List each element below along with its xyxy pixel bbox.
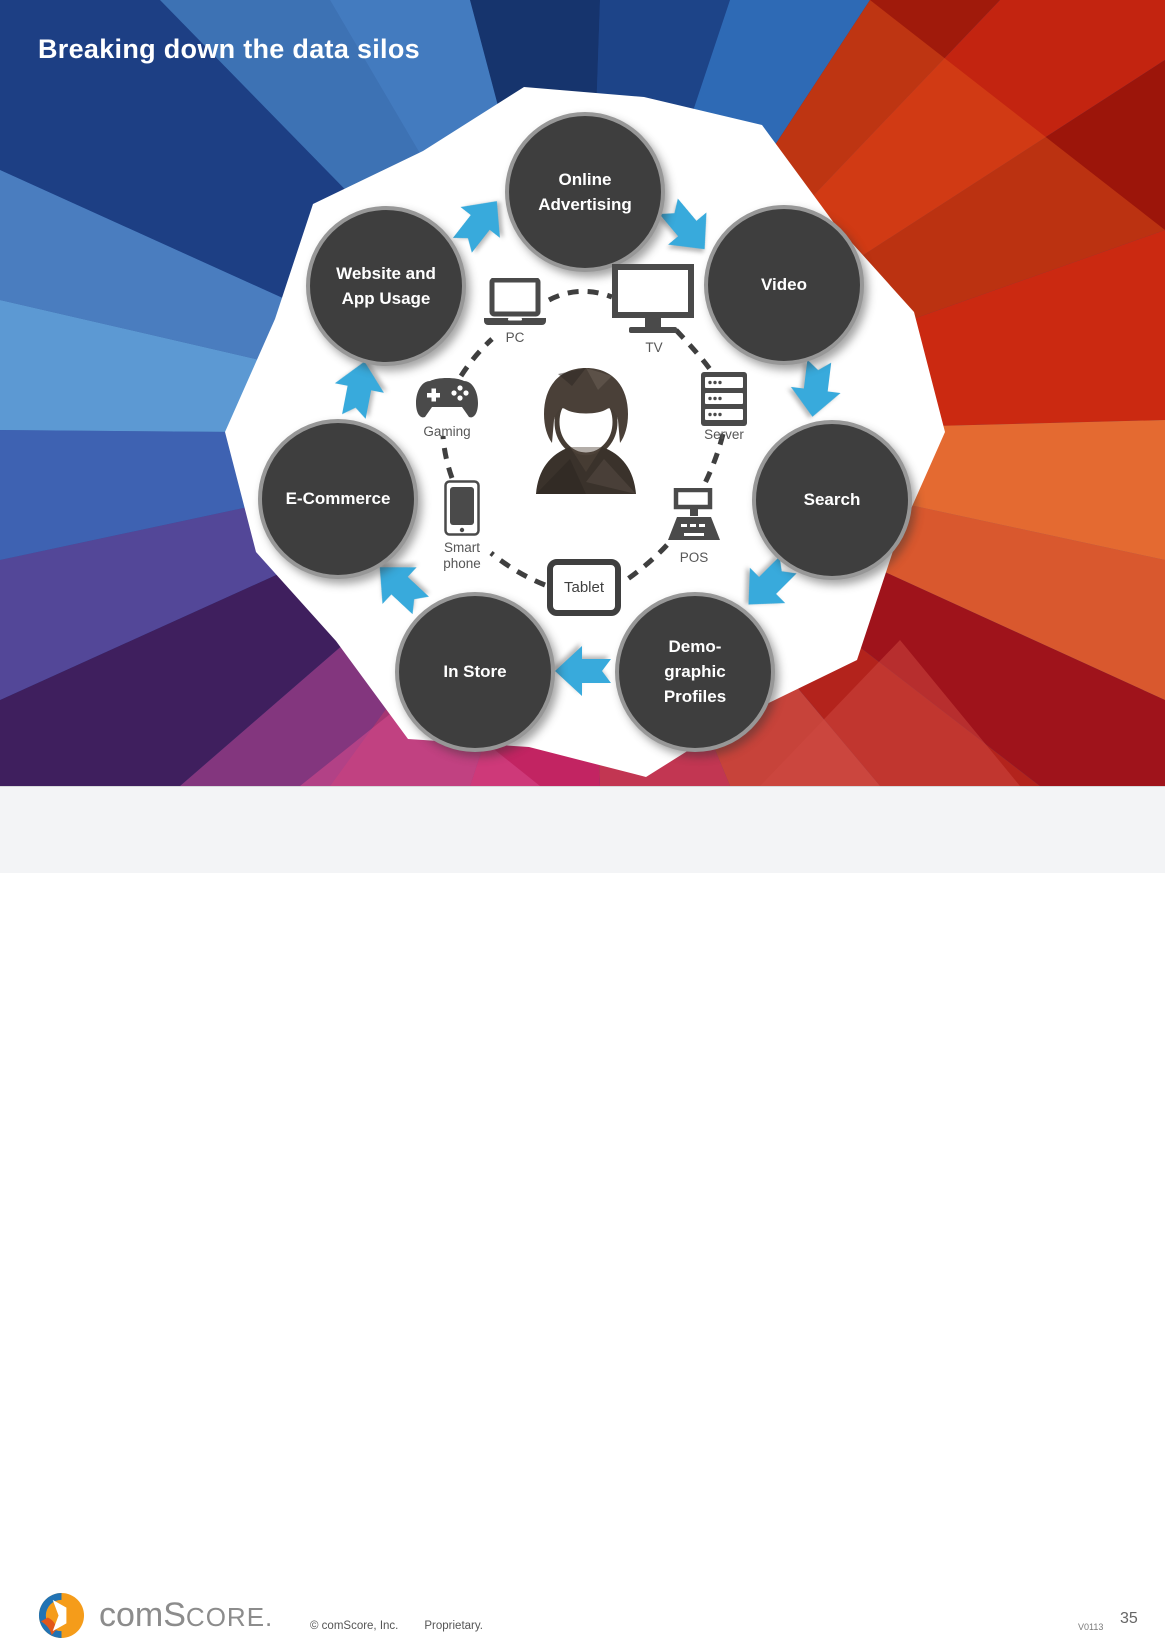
device-label-tv: TV xyxy=(645,340,663,355)
laptop-icon xyxy=(484,278,546,325)
node-label-line: Video xyxy=(761,275,807,294)
brand-rest: CORE xyxy=(185,1602,266,1632)
node-label-line: App Usage xyxy=(341,288,431,308)
flow-arrow xyxy=(329,356,390,422)
node-in-store: In Store xyxy=(395,592,555,752)
tv-icon xyxy=(612,264,694,333)
node-label-line: Search xyxy=(803,490,861,509)
comscore-logo: comSCORE. xyxy=(38,1592,272,1639)
tablet-icon: Tablet xyxy=(547,559,621,616)
node-label-line: In Store xyxy=(443,662,507,681)
copyright-text: © comScore, Inc. Proprietary. xyxy=(310,1620,483,1632)
node-label-line: E-Commerce xyxy=(285,489,391,508)
slide-canvas: Breaking down the data silos Online Adve… xyxy=(0,0,1165,786)
device-label-gaming: Gaming xyxy=(423,424,471,439)
page-title: Breaking down the data silos xyxy=(38,34,420,64)
device-label-line: phone xyxy=(443,555,481,571)
copyright-line: © comScore, Inc. xyxy=(310,1620,399,1632)
pos-terminal-icon xyxy=(668,488,720,540)
slide-footer: comSCORE. © comScore, Inc. Proprietary. V… xyxy=(0,786,1165,1639)
node-label-line: Website and xyxy=(336,263,436,283)
node-label-line: Online xyxy=(558,169,612,189)
device-label-line: Smart xyxy=(443,540,480,555)
device-label-pc: PC xyxy=(505,330,525,345)
device-label-tablet: Tablet xyxy=(563,579,605,596)
person-icon xyxy=(536,368,636,494)
brand-prefix: com xyxy=(99,1596,164,1634)
proprietary-text: Proprietary. xyxy=(424,1620,483,1632)
device-label-server: Server xyxy=(704,427,744,442)
comscore-wordmark: comSCORE. xyxy=(99,1596,272,1635)
node-label-line: Profiles xyxy=(663,687,727,706)
comscore-logo-icon xyxy=(38,1592,85,1639)
node-label-line: Demo- xyxy=(668,637,722,656)
node-video: Video xyxy=(704,205,864,365)
smartphone-icon xyxy=(444,480,480,536)
brand-dot: . xyxy=(265,1602,273,1632)
node-search: Search xyxy=(752,420,912,580)
node-demographic-profiles: Demo- graphic Profiles xyxy=(615,592,775,752)
node-label-line: Advertising xyxy=(538,194,632,214)
device-label-pos: POS xyxy=(679,550,709,565)
flow-arrow xyxy=(555,646,611,696)
game-controller-icon xyxy=(416,378,478,418)
page-number: 35 xyxy=(1120,1610,1138,1627)
node-website-app-usage: Website and App Usage xyxy=(306,206,466,366)
server-icon xyxy=(701,372,747,426)
device-label-smartphone: Smart phone xyxy=(436,540,488,571)
node-label-line: graphic xyxy=(664,662,726,681)
node-online-advertising: Online Advertising xyxy=(505,112,665,272)
brand-cap: S xyxy=(163,1596,186,1634)
version-code: V0113 xyxy=(1078,1622,1104,1632)
node-e-commerce: E-Commerce xyxy=(258,419,418,579)
flow-arrow xyxy=(787,358,845,420)
